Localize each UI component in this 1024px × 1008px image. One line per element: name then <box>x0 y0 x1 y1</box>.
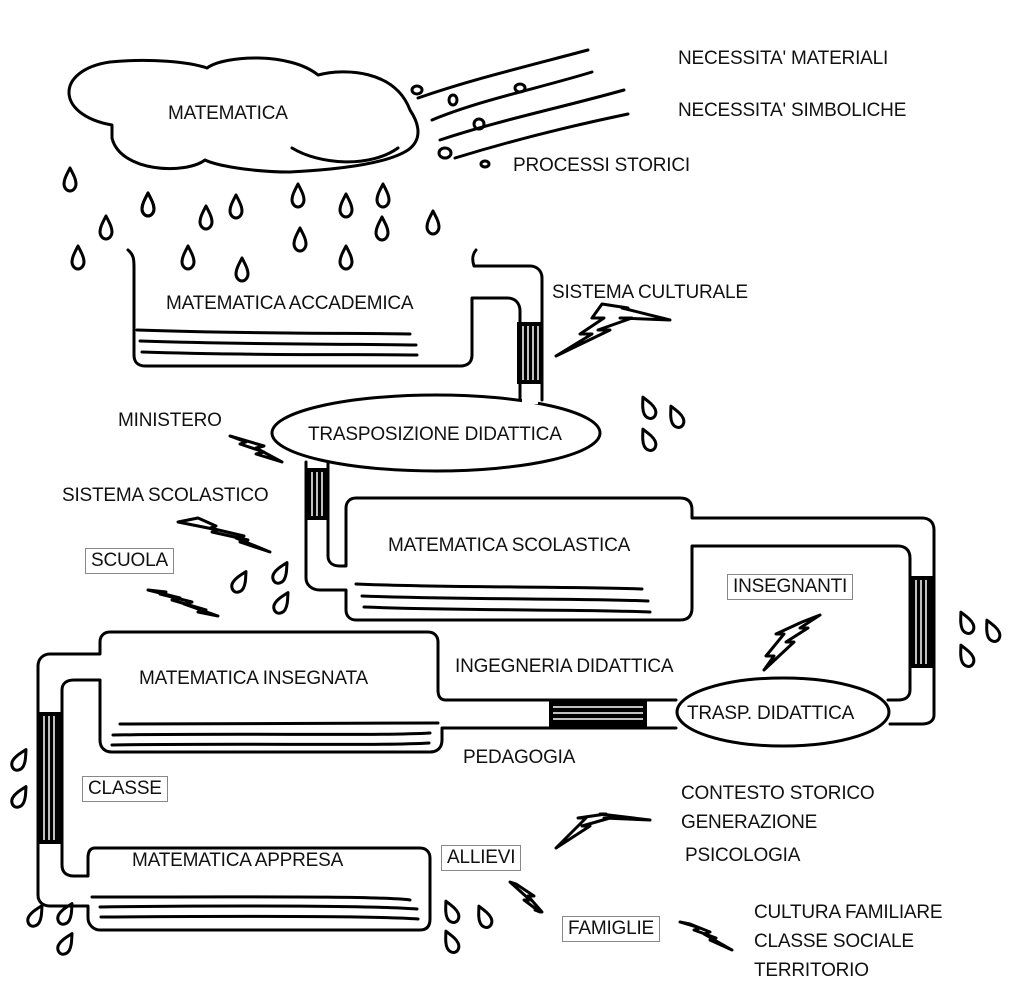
liquid-lines-scolastica <box>354 582 652 614</box>
rain-drop-icon <box>477 904 494 929</box>
liquid-lines-accademica <box>135 328 419 357</box>
lightning-bolt-icon <box>146 588 220 618</box>
famiglie-factor: CULTURA FAMILIARE <box>754 902 943 923</box>
lightning-bolt-icon <box>508 880 544 914</box>
rain-drop-icon <box>26 904 44 928</box>
ingegneria-label: INGEGNERIA DIDATTICA <box>455 656 674 677</box>
rain-drop-icon <box>56 902 74 926</box>
lightning-bolt-icon <box>554 812 652 850</box>
rain-drop-icon <box>374 215 390 242</box>
valve <box>38 712 62 844</box>
rain-drop-icon <box>669 404 686 429</box>
rain-drop-icon <box>228 193 244 220</box>
liquid-lines-appresa <box>90 895 420 921</box>
cloud-shape <box>67 56 420 174</box>
valve <box>549 701 647 727</box>
rain-drop-icon <box>70 244 86 271</box>
container-label-scolastica: MATEMATICA SCOLASTICA <box>388 535 631 556</box>
liquid-lines-insegnata <box>110 721 440 747</box>
rain-drop-icon <box>230 570 248 594</box>
rain-drop-icon <box>959 610 976 635</box>
actor-scuola: SCUOLA <box>85 548 174 574</box>
allievi-factor: CONTESTO STORICO <box>681 783 875 804</box>
wind-label: PROCESSI STORICI <box>513 155 690 176</box>
rain-drop-icon <box>338 244 354 271</box>
actor-insegnanti: INSEGNANTI <box>727 574 854 600</box>
lightning-bolt-icon <box>228 434 284 464</box>
valve <box>911 576 933 668</box>
rain-drop-icon <box>641 395 658 420</box>
container-insegnata <box>36 630 678 932</box>
rain-drop-icon <box>641 427 658 452</box>
rain-drop-icon <box>10 748 28 772</box>
ministero-label: MINISTERO <box>118 410 222 431</box>
sistema-scolastico-label: SISTEMA SCOLASTICO <box>62 485 269 506</box>
container-label-insegnata: MATEMATICA INSEGNATA <box>139 668 368 689</box>
container-label-appresa: MATEMATICA APPRESA <box>132 850 344 871</box>
lightning-bolt-icon <box>176 516 272 554</box>
pedagogia-label: PEDAGOGIA <box>463 747 576 768</box>
allievi-factor: PSICOLOGIA <box>685 845 801 866</box>
trasposizione-label: TRASPOSIZIONE DIDATTICA <box>308 424 562 445</box>
wind-label: NECESSITA' SIMBOLICHE <box>678 100 907 121</box>
rain-drop-icon <box>98 214 114 241</box>
rain-drop-icon <box>375 182 391 209</box>
lightning-bolt-icon <box>678 920 734 952</box>
container-label-accademica: MATEMATICA ACCADEMICA <box>166 293 414 314</box>
container-scolastica <box>304 460 912 702</box>
actor-famiglie: FAMIGLIE <box>562 916 661 942</box>
rain-drop-icon <box>425 209 441 236</box>
rain-drop-icon <box>985 618 1002 643</box>
rain-drop-icon <box>959 643 976 668</box>
sistema-culturale-label: SISTEMA CULTURALE <box>552 282 748 303</box>
rain-drop-icon <box>198 204 214 231</box>
lightning-bolt-icon <box>554 302 672 358</box>
trasposizione-ellipse <box>270 393 602 473</box>
rain-drop-icon <box>234 256 250 283</box>
rain-drop-icon <box>56 932 74 956</box>
container-accademica <box>126 248 544 397</box>
rain-drop-icon <box>290 182 306 209</box>
rain-drop-icon <box>272 591 290 615</box>
lightning-bolts <box>146 302 822 952</box>
rain-drop-icon <box>10 785 28 809</box>
actor-classe: CLASSE <box>82 776 168 802</box>
rain-drop-icon <box>444 929 461 954</box>
rain-drop-icon <box>180 244 196 271</box>
rain-drop-icon <box>271 561 289 585</box>
famiglie-factor: CLASSE SOCIALE <box>754 931 914 952</box>
rain-drop-icon <box>140 191 156 218</box>
cloud-label: MATEMATICA <box>168 103 288 124</box>
wind-lines <box>410 48 630 169</box>
rain-drop-icon <box>62 166 78 193</box>
rain-drop-icon <box>338 192 354 219</box>
famiglie-factor: TERRITORIO <box>754 960 869 981</box>
rain-drop-icon <box>444 899 461 924</box>
trasp-label: TRASP. DIDATTICA <box>687 703 855 724</box>
rain-drops <box>10 166 1002 956</box>
rain-drop-icon <box>292 226 308 253</box>
trasp-ellipse <box>675 676 891 748</box>
actor-allievi: ALLIEVI <box>441 845 522 871</box>
cloud-inner-curve <box>290 146 400 164</box>
lightning-bolt-icon <box>762 613 822 672</box>
allievi-factor: GENERAZIONE <box>681 812 818 833</box>
wind-label: NECESSITA' MATERIALI <box>678 48 889 69</box>
